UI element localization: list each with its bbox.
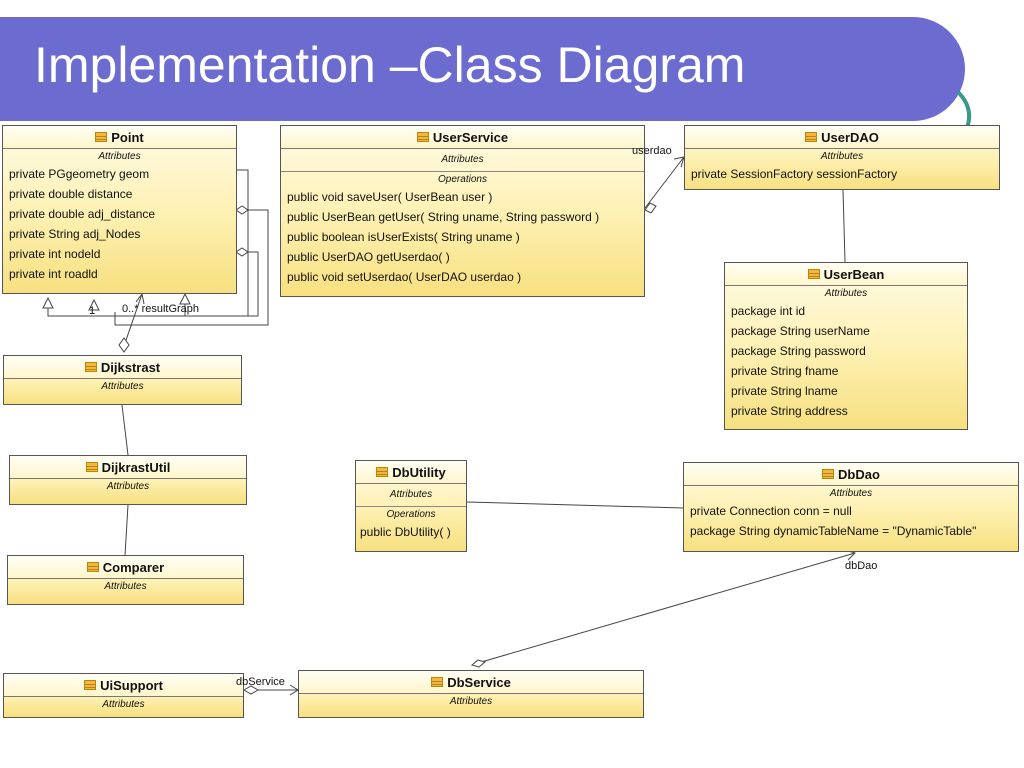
- attribute: private String adj_Nodes: [9, 227, 141, 241]
- class-userdao[interactable]: UserDAO Attributes private SessionFactor…: [684, 125, 1000, 190]
- class-icon: [805, 132, 818, 142]
- class-dijkstrast[interactable]: Dijkstrast Attributes: [3, 355, 242, 405]
- edge-label-userdao: userdao: [632, 145, 672, 157]
- operation: public UserBean getUser( String uname, S…: [287, 210, 600, 224]
- class-point[interactable]: Point Attributes private PGgeometry geom…: [2, 125, 237, 294]
- diamond-shape: [118, 337, 130, 353]
- class-icon: [85, 462, 98, 472]
- class-name: Comparer: [102, 559, 165, 575]
- attribute: private String lname: [731, 384, 838, 398]
- diamond-shape: [470, 659, 487, 668]
- triangle-arrow-shape: [42, 296, 54, 309]
- triangle-arrow-shape: [88, 298, 100, 311]
- edge-label-dbdao: dbDao: [845, 560, 878, 572]
- attributes-label: Attributes: [441, 154, 484, 165]
- class-uisupport[interactable]: UiSupport Attributes: [3, 673, 244, 718]
- class-comparer[interactable]: Comparer Attributes: [7, 555, 244, 605]
- class-name: UserDAO: [821, 129, 879, 145]
- userservice-userdao-line: [644, 156, 685, 209]
- class-icon: [376, 467, 389, 477]
- dijkstrast-point-line: [123, 293, 143, 347]
- point-self-loop-outer: [114, 209, 269, 326]
- attribute: private double adj_distance: [9, 207, 156, 221]
- class-name: UiSupport: [100, 677, 163, 693]
- operation: public boolean isUserExists( String unam…: [287, 230, 520, 244]
- class-name: DbDao: [838, 466, 880, 482]
- attribute: package String password: [731, 344, 866, 358]
- attributes-label: Attributes: [98, 151, 141, 162]
- class-name: DbUtility: [392, 464, 446, 480]
- class-icon: [822, 469, 835, 479]
- class-icon: [84, 680, 97, 690]
- edge-label-dbservice: dbService: [236, 676, 285, 688]
- operation: public void setUserdao( UserDAO userdao …: [287, 270, 522, 284]
- class-name: UserBean: [823, 266, 885, 282]
- dbservice-dbdao-line: [477, 552, 856, 664]
- diamond-shape: [235, 247, 249, 257]
- edge-label-result-graph: 0..* resultGraph: [122, 303, 200, 315]
- class-name: Dijkstrast: [100, 359, 161, 375]
- attribute: private int nodeld: [9, 247, 101, 261]
- attribute: private SessionFactory sessionFactory: [691, 167, 898, 181]
- point-generalization-line: [47, 169, 249, 317]
- operation: public void saveUser( UserBean user ): [287, 190, 493, 204]
- attribute: private Connection conn = null: [690, 504, 852, 518]
- dijkstrast-util-line: [121, 404, 129, 456]
- triangle-arrow-shape: [179, 292, 191, 305]
- slide-title: Implementation –Class Diagram: [34, 37, 746, 93]
- class-name: DbService: [447, 674, 511, 690]
- class-dbutility[interactable]: DbUtility Attributes Operations public D…: [355, 460, 467, 552]
- diamond-shape: [242, 685, 260, 695]
- attribute: private double distance: [9, 187, 133, 201]
- class-name: DijkrastUtil: [101, 459, 171, 475]
- attribute: package String dynamicTableName = "Dynam…: [690, 524, 977, 538]
- util-comparer-line: [124, 504, 129, 556]
- class-name: UserService: [432, 129, 509, 145]
- attributes-label: Attributes: [104, 581, 147, 592]
- class-dbdao[interactable]: DbDao Attributes private Connection conn…: [683, 462, 1019, 552]
- operation: public DbUtility( ): [360, 525, 451, 539]
- diamond-shape: [644, 202, 657, 214]
- attributes-label: Attributes: [102, 699, 145, 710]
- title-banner: [0, 17, 965, 121]
- class-icon: [95, 132, 108, 142]
- attributes-label: Attributes: [449, 696, 493, 707]
- attributes-label: Attributes: [829, 488, 873, 499]
- attributes-label: Attributes: [106, 481, 150, 492]
- arrow-head: [135, 292, 145, 305]
- class-userbean[interactable]: UserBean Attributes package int id packa…: [724, 262, 968, 430]
- operations-label: Operations: [281, 171, 644, 187]
- attribute: private String fname: [731, 364, 839, 378]
- attributes-label: Attributes: [389, 489, 433, 500]
- attribute: private int roadld: [9, 267, 98, 281]
- diamond-shape: [235, 205, 249, 215]
- class-icon: [84, 362, 97, 372]
- class-icon: [431, 677, 444, 687]
- attributes-label: Attributes: [101, 381, 144, 392]
- point-self-loop-inner: [184, 251, 259, 317]
- operations-label: Operations: [356, 506, 466, 522]
- class-icon: [86, 562, 99, 572]
- class-icon: [807, 269, 820, 279]
- attribute: private String address: [731, 404, 848, 418]
- userdao-userbean-line: [842, 189, 846, 263]
- operation: public UserDAO getUserdao( ): [287, 250, 450, 264]
- attributes-label: Attributes: [824, 288, 868, 299]
- dbutility-dbdao-line: [466, 501, 684, 509]
- class-icon: [416, 132, 429, 142]
- class-dijkrastutil[interactable]: DijkrastUtil Attributes: [9, 455, 247, 505]
- class-dbservice[interactable]: DbService Attributes: [298, 670, 644, 718]
- attributes-label: Attributes: [820, 151, 864, 162]
- attribute: package String userName: [731, 324, 870, 338]
- class-userservice[interactable]: UserService Attributes Operations public…: [280, 125, 645, 297]
- attribute: package int id: [731, 304, 806, 318]
- attribute: private PGgeometry geom: [9, 167, 150, 181]
- edge-label-multiplicity: 1: [89, 305, 96, 317]
- class-name: Point: [111, 129, 144, 145]
